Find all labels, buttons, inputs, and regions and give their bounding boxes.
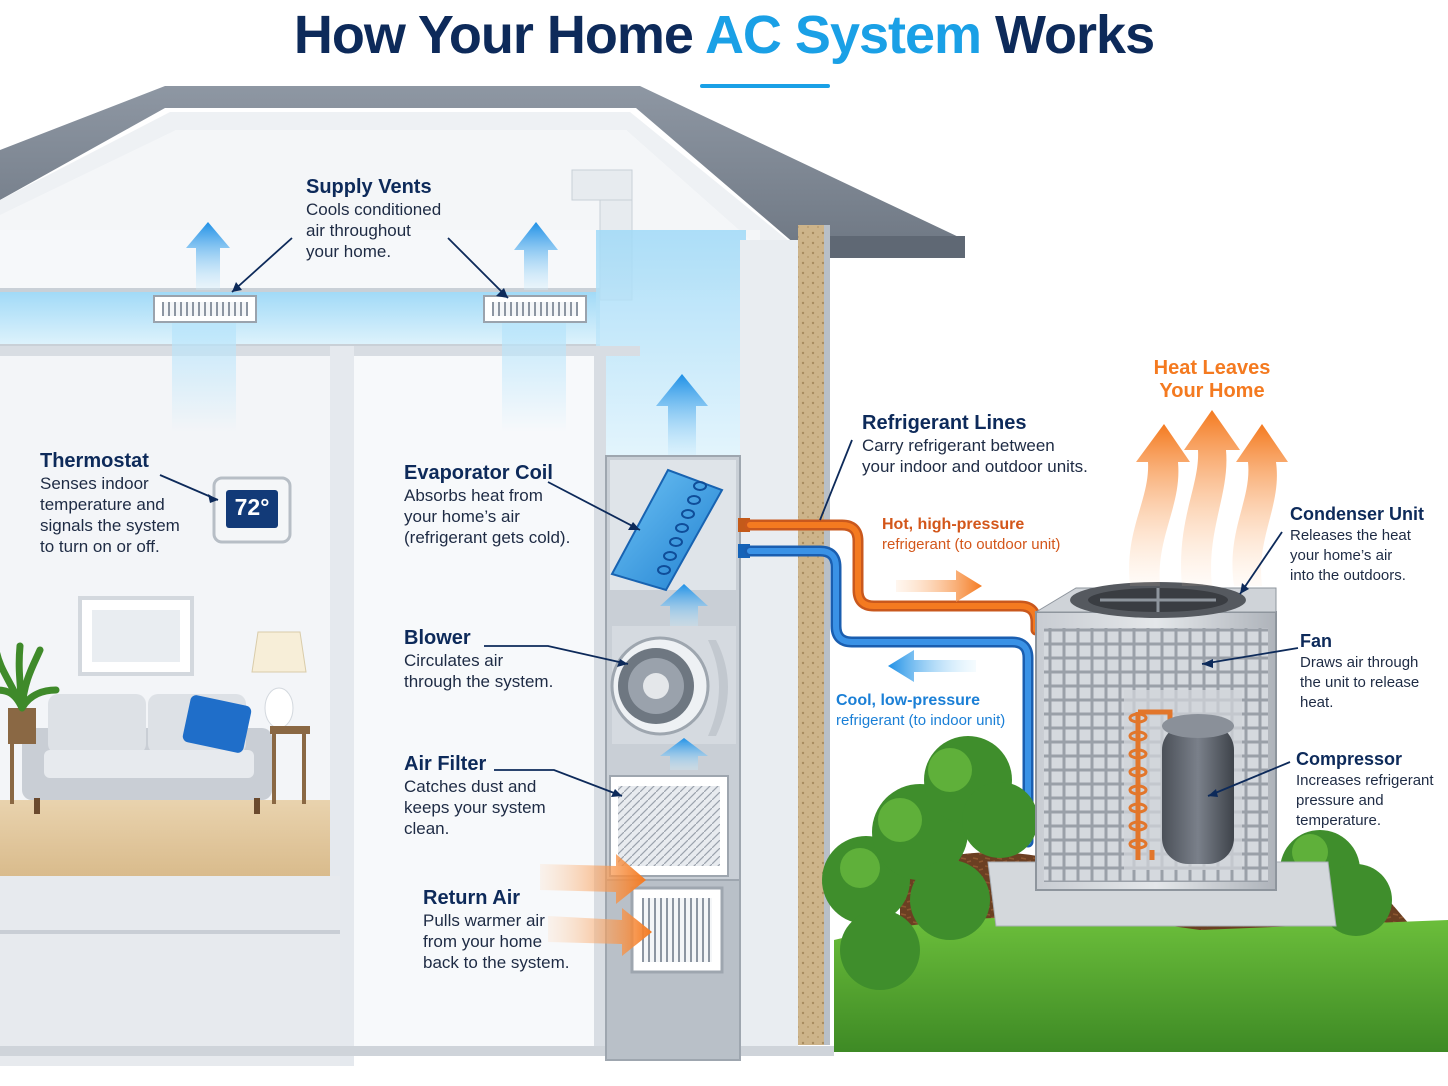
label-title: Refrigerant Lines [862, 412, 1027, 434]
thermostat-device [212, 476, 292, 544]
page-title: How Your Home AC System Works [0, 4, 1448, 66]
label-evaporator-coil: Evaporator Coil Absorbs heat from your h… [404, 461, 570, 548]
callout-leader-lines [159, 237, 1299, 797]
refrigerant-lines [738, 518, 1042, 848]
label-return-air: Return Air Pulls warmer air from your ho… [423, 886, 569, 973]
label-title: Hot, high-pressure [882, 516, 1025, 533]
label-title: Condenser Unit [1290, 504, 1425, 524]
label-air-filter: Air Filter Catches dust and keeps your s… [404, 752, 546, 839]
condenser-unit [1034, 582, 1277, 891]
label-desc: Senses indoor temperature and signals th… [40, 474, 180, 556]
supply-air-arrow [186, 222, 708, 458]
label-desc: Absorbs heat from your home’s air (refri… [404, 486, 571, 547]
label-supply-vents: Supply Vents Cools conditioned air throu… [306, 175, 441, 262]
title-text-part2: Works [981, 5, 1155, 65]
title-text-part1: How Your Home [293, 5, 705, 65]
label-desc: Catches dust and keeps your system clean… [404, 777, 546, 838]
compressor [1128, 709, 1234, 864]
thermostat-readout: 72° [234, 494, 270, 520]
label-desc: Releases the heat your home’s air into t… [1290, 527, 1411, 584]
label-desc: refrigerant (to indoor unit) [836, 712, 1006, 729]
landscape [822, 736, 1448, 1052]
return-air-grille [630, 886, 724, 974]
label-fan: Fan Draws air through the unit to releas… [1300, 629, 1419, 713]
label-desc: Draws air through the unit to release he… [1300, 654, 1420, 711]
label-hot-line: Hot, high-pressure refrigerant (to outdo… [882, 515, 1060, 555]
label-title: Evaporator Coil [404, 462, 553, 484]
label-title: Return Air [423, 887, 521, 909]
air-filter-panel [609, 775, 729, 877]
return-air-arrow [540, 854, 652, 956]
label-heat-leaves: Heat Leaves Your Home [1140, 357, 1284, 403]
label-cool-line: Cool, low-pressure refrigerant (to indoo… [836, 691, 1005, 731]
label-title: Supply Vents [306, 176, 432, 198]
hot-flow-arrow [896, 570, 982, 602]
label-title: Compressor [1296, 749, 1403, 769]
airflow-arrow [660, 738, 708, 770]
heat-exhaust-arrows [1129, 410, 1288, 586]
airflow-arrow [660, 584, 708, 628]
supply-duct [0, 169, 746, 460]
blower-fan [610, 626, 736, 744]
label-title: Blower [404, 627, 471, 649]
cool-air-plume [172, 322, 236, 432]
cool-air-plume [502, 322, 566, 432]
label-blower: Blower Circulates air through the system… [404, 626, 553, 692]
label-title: Heat Leaves Your Home [1153, 357, 1271, 402]
label-desc: Circulates air through the system. [404, 651, 554, 691]
supply-vent-left [153, 295, 257, 323]
title-underline [700, 84, 830, 88]
label-condenser-unit: Condenser Unit Releases the heat your ho… [1290, 502, 1424, 586]
living-room [0, 346, 354, 1066]
title-accent: AC System [704, 5, 982, 65]
label-thermostat: Thermostat Senses indoor temperature and… [40, 449, 180, 557]
label-title: Thermostat [40, 450, 149, 472]
label-compressor: Compressor Increases refrigerant pressur… [1296, 747, 1434, 831]
label-desc: Carry refrigerant between your indoor an… [862, 436, 1088, 476]
roof [0, 86, 965, 262]
supply-vent-right [483, 295, 587, 323]
label-title: Cool, low-pressure [836, 692, 981, 709]
callout-arrowheads [208, 282, 1249, 797]
exterior-wall [740, 225, 830, 1050]
label-desc: Cools conditioned air throughout your ho… [306, 200, 442, 261]
label-refrigerant-lines: Refrigerant Lines Carry refrigerant betw… [862, 411, 1088, 477]
label-desc: refrigerant (to outdoor unit) [882, 536, 1061, 553]
label-title: Fan [1300, 631, 1333, 651]
label-desc: Pulls warmer air from your home back to … [423, 911, 570, 972]
label-title: Air Filter [404, 753, 487, 775]
cool-flow-arrow [888, 650, 976, 682]
label-desc: Increases refrigerant pressure and tempe… [1296, 772, 1434, 829]
evaporator-coil [610, 468, 724, 592]
